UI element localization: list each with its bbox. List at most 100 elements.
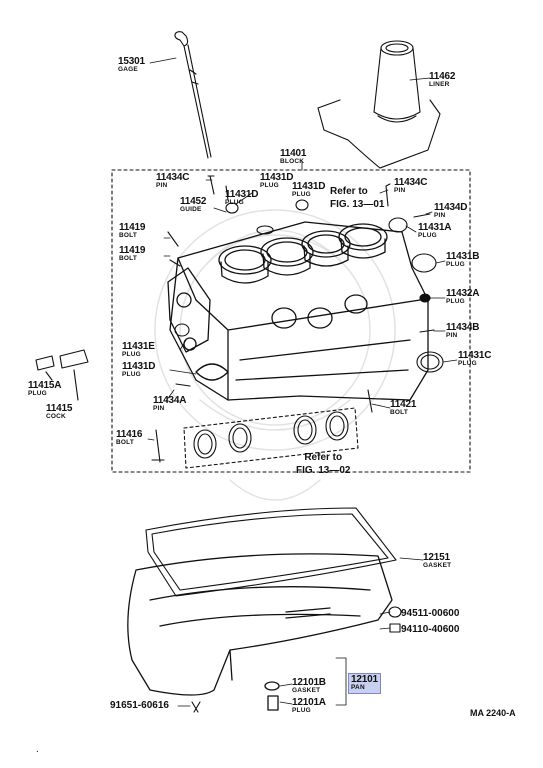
- label-11431a: 11431A PLUG: [418, 223, 451, 240]
- corner-mark: .: [36, 744, 39, 755]
- part-number: 11431A: [418, 222, 452, 233]
- label-12151: 12151 GASKET: [423, 553, 451, 570]
- part-name: BOLT: [390, 409, 409, 416]
- part-number: 11462: [429, 71, 456, 82]
- part-number: 11421: [390, 399, 417, 410]
- part-name: BOLT: [116, 439, 135, 446]
- label-11434c-left: 11434C PIN: [156, 173, 189, 190]
- part-number: 11431D: [260, 172, 294, 183]
- reference-figure: FIG. 13—01: [330, 198, 385, 210]
- label-11421: 11421 BOLT: [390, 400, 416, 417]
- label-11431c: 11431C PLUG: [458, 351, 491, 368]
- part-number: 11415: [46, 403, 73, 414]
- label-15301: 15301 GAGE: [118, 57, 145, 74]
- camshaft-bearings: [183, 407, 359, 469]
- part-number: 11434A: [153, 395, 187, 406]
- label-11434c-right: 11434C PIN: [394, 178, 427, 195]
- label-11431d-a: 11431D PLUG: [260, 173, 293, 190]
- label-11431e: 11431E PLUG: [122, 342, 155, 359]
- block-detail-frame: [111, 169, 471, 473]
- cylinder-liner: [317, 40, 441, 169]
- oil-pan-gasket: [145, 507, 397, 597]
- part-number: 11401: [280, 148, 307, 159]
- part-number: 11434D: [434, 202, 468, 213]
- part-number: 11432A: [446, 288, 480, 299]
- part-name: PLUG: [418, 232, 437, 239]
- part-name: GUIDE: [180, 206, 202, 213]
- label-11419-a: 11419 BOLT: [119, 223, 145, 240]
- part-name: PLUG: [28, 390, 47, 397]
- part-name: PLUG: [122, 351, 141, 358]
- part-name: PLUG: [260, 182, 279, 189]
- label-11416: 11416 BOLT: [116, 430, 142, 447]
- part-name: PIN: [156, 182, 168, 189]
- label-11431d-b: 11431D PLUG: [292, 182, 325, 199]
- part-number: 11434C: [156, 172, 190, 183]
- part-name: PLUG: [122, 371, 141, 378]
- leader-lines: [147, 57, 458, 707]
- part-name: PLUG: [292, 191, 311, 198]
- cylinder-block: [167, 221, 429, 401]
- part-number: 11434C: [394, 177, 428, 188]
- part-number: 11434B: [446, 322, 480, 333]
- label-11431b: 11431B PLUG: [446, 252, 479, 269]
- reference-line: Refer to: [304, 452, 343, 463]
- part-name: GASKET: [292, 687, 321, 694]
- drain-cock-and-plug: [35, 349, 89, 401]
- part-number: 11419: [119, 222, 146, 233]
- part-number: 11431E: [122, 341, 155, 352]
- reference-line: Refer to: [330, 186, 368, 197]
- label-11415: 11415 COCK: [46, 404, 72, 421]
- label-11434b: 11434B PIN: [446, 323, 479, 340]
- label-11434a: 11434A PIN: [153, 396, 186, 413]
- dipstick-gage: [174, 31, 212, 159]
- part-name: PLUG: [446, 261, 465, 268]
- label-11462: 11462 LINER: [429, 72, 455, 89]
- label-11419-b: 11419 BOLT: [119, 246, 145, 263]
- label-12101a: 12101A PLUG: [292, 698, 326, 715]
- label-11432a: 11432A PLUG: [446, 289, 479, 306]
- part-code-91651: 91651-60616: [110, 700, 169, 711]
- part-number: 11431C: [458, 350, 492, 361]
- part-name: PIN: [446, 332, 458, 339]
- part-number: 15301: [118, 56, 145, 67]
- part-name: BOLT: [119, 255, 138, 262]
- label-12101b: 12101B GASKET: [292, 678, 326, 695]
- part-number: 11452: [180, 196, 207, 207]
- part-name: PIN: [394, 187, 406, 194]
- part-name: PLUG: [458, 360, 477, 367]
- diagram-id: MA 2240-A: [470, 708, 516, 718]
- part-number: 11419: [119, 245, 146, 256]
- label-11415a: 11415A PLUG: [28, 381, 61, 398]
- part-number: 11431D: [225, 189, 259, 200]
- reference-fig-13-02: Refer to FIG. 13—02: [296, 452, 350, 477]
- part-number: 12101A: [292, 697, 326, 708]
- part-name: COCK: [46, 413, 66, 420]
- label-11401: 11401 BLOCK: [280, 149, 306, 166]
- part-number: 11431D: [122, 361, 156, 372]
- part-number: 11431B: [446, 251, 480, 262]
- part-name: PLUG: [292, 707, 311, 714]
- label-12101-highlighted[interactable]: 12101 PAN: [348, 673, 381, 694]
- part-name: BLOCK: [280, 158, 305, 165]
- part-name: LINER: [429, 81, 450, 88]
- watermark-emblem: [154, 209, 396, 501]
- part-number: 12151: [423, 552, 450, 563]
- part-name: PIN: [434, 212, 446, 219]
- label-11434d: 11434D PIN: [434, 203, 467, 220]
- part-name: GASKET: [423, 562, 452, 569]
- label-11452: 11452 GUIDE: [180, 197, 206, 214]
- part-number: 11431D: [292, 181, 326, 192]
- part-code-94110: 94110-40600: [401, 624, 460, 635]
- part-code-94511: 94511-00600: [401, 608, 460, 619]
- part-name: PLUG: [225, 199, 244, 206]
- reference-figure: FIG. 13—02: [296, 464, 351, 476]
- part-name: BOLT: [119, 232, 138, 239]
- oil-pan: [127, 553, 393, 711]
- part-number: 12101: [351, 674, 378, 685]
- part-number: 11415A: [28, 380, 62, 391]
- part-name: PLUG: [446, 298, 465, 305]
- part-name: PIN: [153, 405, 165, 412]
- part-number: 11416: [116, 429, 143, 440]
